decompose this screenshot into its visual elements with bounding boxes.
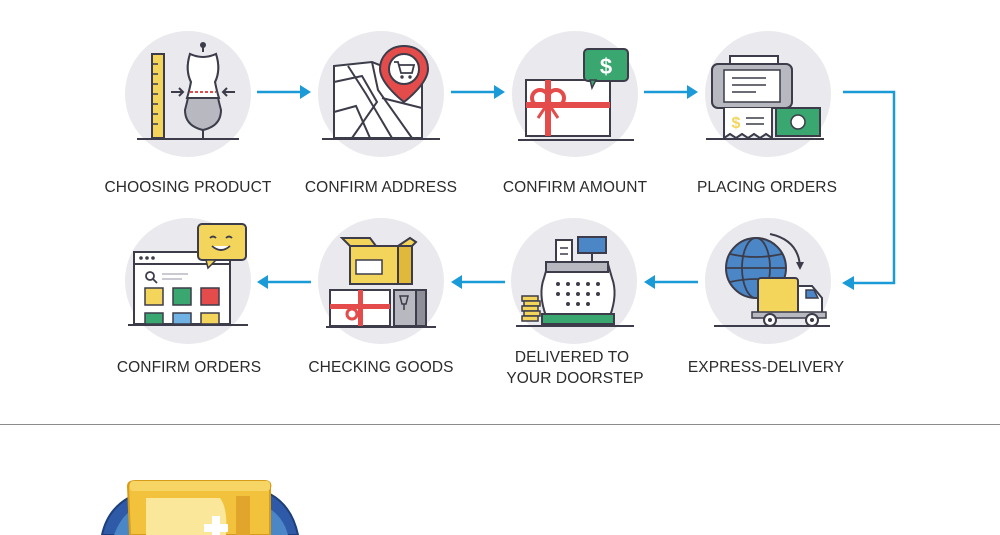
svg-text:$: $ — [600, 54, 612, 79]
boxes-icon — [326, 236, 436, 328]
step-label: CHOOSING PRODUCT — [104, 179, 272, 196]
step-label: CONFIRM AMOUNT — [502, 179, 648, 196]
step-label: EXPRESS-DELIVERY — [687, 359, 845, 376]
cash-register-icon — [516, 236, 634, 327]
map-pin-cart-icon — [322, 44, 440, 140]
step-label: CONFIRM ADDRESS — [304, 179, 458, 196]
arrow-right-icon — [257, 85, 311, 99]
trophy-icon — [100, 480, 300, 535]
phone-payment-icon: $ — [706, 55, 824, 140]
svg-text:$: $ — [732, 115, 741, 132]
step-label: DELIVERED TO — [514, 349, 630, 366]
arrow-left-icon — [451, 275, 505, 289]
arrow-down-turn-icon — [842, 90, 896, 290]
step-label-line2: YOUR DOORSTEP — [506, 370, 644, 387]
arrow-left-icon — [257, 275, 311, 289]
arrow-right-icon — [644, 85, 698, 99]
browser-chat-icon — [128, 223, 248, 326]
dress-form-icon — [137, 42, 239, 140]
globe-truck-icon — [714, 233, 830, 327]
section-divider — [0, 424, 1000, 425]
step-label: CONFIRM ORDERS — [116, 359, 262, 376]
step-label: PLACING ORDERS — [696, 179, 838, 196]
arrow-left-icon — [644, 275, 698, 289]
gift-card-dollar-icon: $ — [518, 48, 634, 141]
arrow-right-icon — [451, 85, 505, 99]
step-label: CHECKING GOODS — [308, 359, 454, 376]
